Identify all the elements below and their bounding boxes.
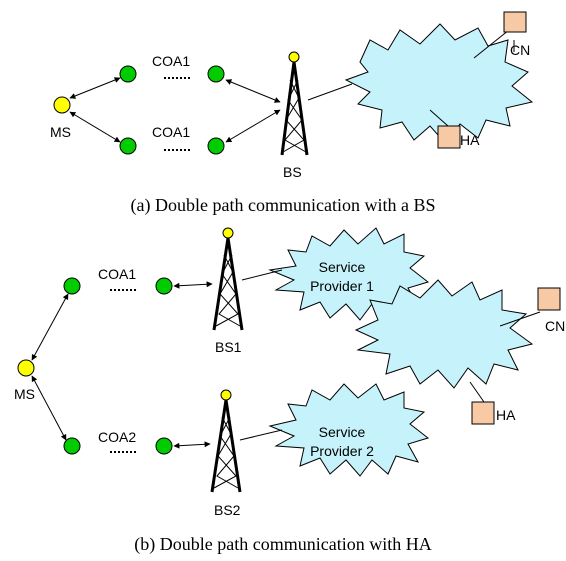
cn-box-b <box>537 287 561 311</box>
ms-label-b: MS <box>14 386 35 402</box>
coa-top-left-node-a <box>119 65 137 83</box>
cn-link-b <box>499 311 541 327</box>
ms-coa-top-arrow-b <box>31 293 69 361</box>
coa-bottom-left-node-b <box>63 437 81 455</box>
ms-coa-bottom-arrow-a <box>69 111 121 143</box>
bs2-sp2-link <box>239 429 283 441</box>
ha-label-b: HA <box>496 407 516 423</box>
cn-label-b: CN <box>545 318 565 334</box>
ha-link-b <box>469 381 485 403</box>
network-cloud-a <box>344 23 534 145</box>
ha-box-b <box>471 401 495 425</box>
cn-box-a <box>503 11 527 33</box>
bs1-label: BS1 <box>215 339 242 355</box>
ha-link-a <box>429 109 449 127</box>
ha-box-a <box>437 125 461 149</box>
coa-top-bs1-arrow <box>173 281 213 289</box>
ms-label-a: MS <box>50 124 71 140</box>
ha-label-a: HA <box>460 132 480 148</box>
caption-a: (a) Double path communication with a BS <box>131 195 436 216</box>
coa-top-label-a: COA1 <box>152 53 190 69</box>
coa-bottom-right-node-b <box>155 437 173 455</box>
coa-top-right-node-a <box>207 65 225 83</box>
coa-top-label-b: COA1 <box>98 266 136 282</box>
home-network-cloud <box>354 279 534 389</box>
coa-bottom-left-node-a <box>119 137 137 155</box>
coa-top-left-node-b <box>63 277 81 295</box>
ms-node-a <box>53 96 71 114</box>
ms-coa-bottom-arrow-b <box>31 375 67 441</box>
sp1-line2: Provider 1 <box>310 278 374 294</box>
bs1-tower <box>212 227 244 331</box>
sp2-line2: Provider 2 <box>310 443 374 459</box>
ms-node-b <box>17 359 35 377</box>
bs2-tower <box>210 389 242 493</box>
coa-top-right-node-b <box>155 277 173 295</box>
cn-label-a: CN <box>510 42 530 58</box>
ms-coa-top-arrow-a <box>69 77 121 99</box>
coa-top-bs-arrow-a <box>225 79 281 103</box>
panel-b: Service Provider 1 Service Provider 2 CN… <box>14 227 565 555</box>
coa-bottom-bs-arrow-a <box>225 109 281 143</box>
bs1-sp1-link <box>241 269 283 281</box>
sp1-line1: Service <box>319 259 366 275</box>
bs-label-a: BS <box>283 164 302 180</box>
coa-bottom-label-b: COA2 <box>98 429 136 445</box>
bs-tower-a <box>280 51 309 156</box>
coa-bottom-right-node-a <box>207 137 225 155</box>
caption-b: (b) Double path communication with HA <box>134 534 431 555</box>
bs-cloud-link-a <box>307 83 353 101</box>
sp2-line1: Service <box>319 424 366 440</box>
coa-bottom-bs2-arrow <box>173 441 211 449</box>
bs2-label: BS2 <box>214 502 241 518</box>
coa-bottom-label-a: COA1 <box>152 124 190 140</box>
panel-a: CN HA BS MS COA1 COA1 (a) Double <box>50 11 534 216</box>
sp1-cloud <box>268 227 430 321</box>
sp2-cloud <box>268 383 430 477</box>
